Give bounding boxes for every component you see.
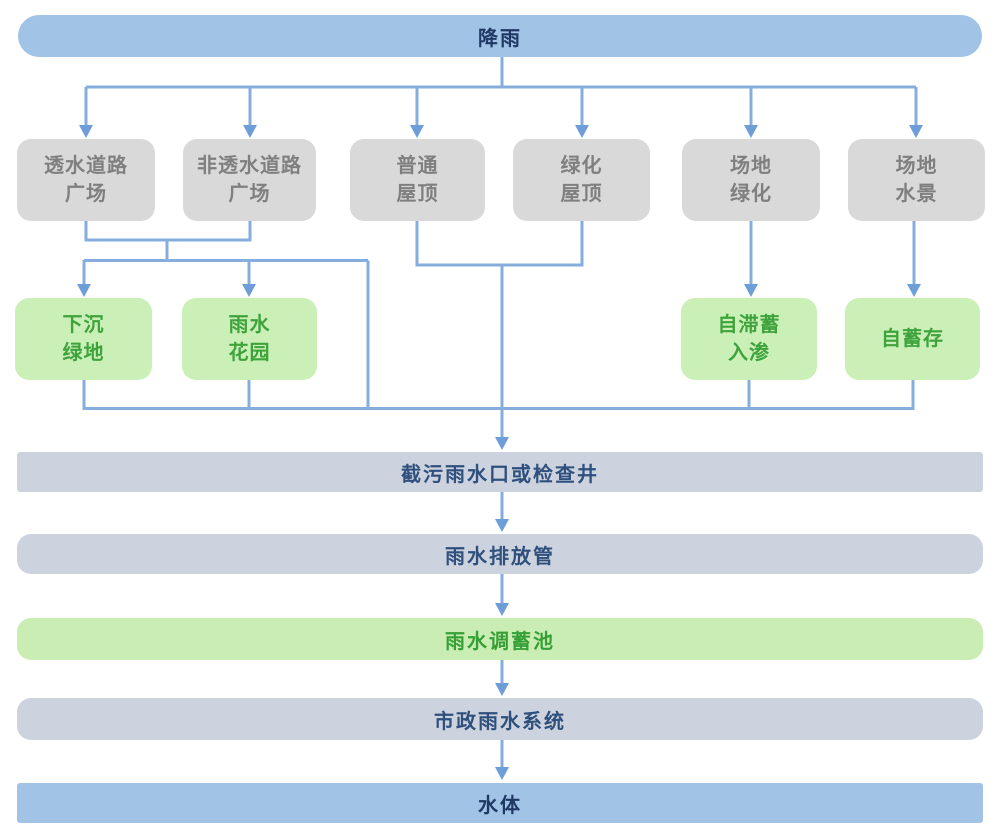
bar-water-body: 水体 — [17, 783, 983, 823]
right-branch-lines — [744, 221, 921, 297]
node-self-storage: 自蓄存 — [845, 298, 980, 380]
node-rain-garden: 雨水 花园 — [182, 298, 317, 380]
bar-rainwater-storage-tank: 雨水调蓄池 — [17, 618, 983, 660]
top-branch-lines — [79, 57, 923, 138]
node-rainfall: 降雨 — [18, 15, 982, 57]
node-site-greening: 场地 绿化 — [682, 139, 820, 221]
bar-municipal-rainwater-system: 市政雨水系统 — [17, 698, 983, 740]
node-permeable-road-plaza: 透水道路 广场 — [17, 139, 155, 221]
node-impermeable-road-plaza: 非透水道路 广场 — [183, 139, 316, 221]
bottom-bus-lines — [82, 380, 915, 410]
node-green-roof: 绿化 屋顶 — [513, 139, 650, 221]
node-sunken-green-space: 下沉 绿地 — [15, 298, 152, 380]
node-ordinary-roof: 普通 屋顶 — [350, 139, 485, 221]
bar-intercepting-inlet-or-manhole: 截污雨水口或检查井 — [17, 452, 983, 492]
node-site-waterscape: 场地 水景 — [848, 139, 985, 221]
left-merge-lines — [77, 221, 370, 410]
node-self-detention-infiltration: 自滞蓄 入渗 — [681, 298, 817, 380]
channel-chain-arrows — [495, 492, 509, 780]
bar-rainwater-discharge-pipe: 雨水排放管 — [17, 534, 983, 574]
roof-merge-lines — [415, 221, 584, 450]
